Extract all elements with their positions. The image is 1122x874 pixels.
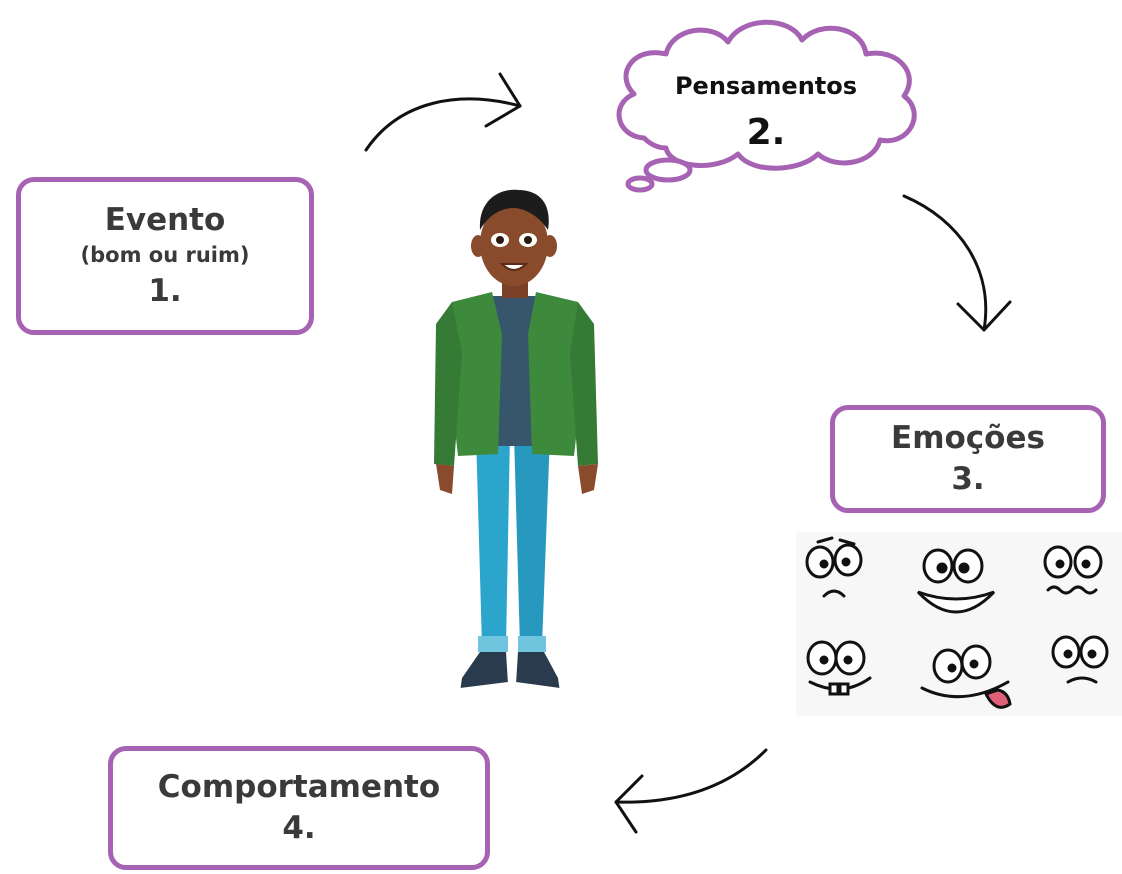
- face-tongue-icon: [920, 644, 1012, 709]
- arrow-evento-to-pensamentos: [364, 72, 522, 152]
- face-grin-icon: [916, 548, 996, 614]
- face-unsure-icon: [1051, 635, 1109, 684]
- face-buck-teeth-icon: [806, 640, 872, 696]
- pensamentos-cloud: Pensamentos 2.: [604, 8, 928, 200]
- thought-cloud-icon: [616, 19, 917, 193]
- person-illustration: [434, 189, 598, 696]
- emocoes-title: Emoções: [891, 420, 1045, 456]
- evento-box: Evento (bom ou ruim) 1.: [16, 177, 314, 335]
- evento-title: Evento: [104, 202, 226, 238]
- pensamentos-number: 2.: [746, 112, 786, 153]
- comportamento-number: 4.: [282, 810, 316, 846]
- arrow-emocoes-to-comportamento: [614, 748, 768, 834]
- emocoes-box: Emoções 3.: [830, 405, 1106, 513]
- face-scared-icon: [805, 536, 863, 598]
- arrow-pensamentos-to-emocoes: [902, 194, 1012, 332]
- emotion-faces-drawing: [805, 536, 1109, 709]
- emocoes-number: 3.: [951, 461, 985, 497]
- comportamento-title: Comportamento: [157, 769, 441, 805]
- face-wavy-icon: [1043, 545, 1103, 595]
- comportamento-box: Comportamento 4.: [108, 746, 490, 870]
- evento-subtitle: (bom ou ruim): [80, 243, 250, 267]
- evento-number: 1.: [148, 273, 182, 309]
- pensamentos-title: Pensamentos: [674, 72, 858, 100]
